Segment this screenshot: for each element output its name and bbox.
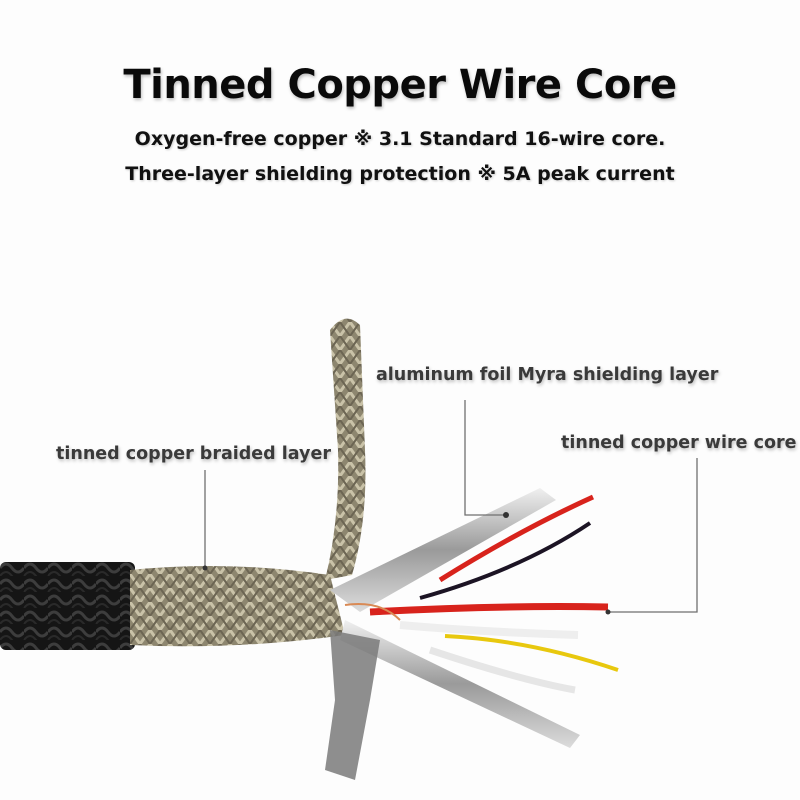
foil-bundle-upper [330, 488, 556, 612]
leader-dot-braided [202, 565, 208, 571]
callout-braided-layer: tinned copper braided layer [56, 444, 331, 464]
subtitle-line-2: Three-layer shielding protection ※ 5A pe… [125, 163, 675, 185]
wire-black [419, 521, 592, 600]
wire-white-lower [428, 646, 576, 694]
wire-red-upper [438, 494, 595, 583]
page-title: Tinned Copper Wire Core [123, 62, 677, 108]
callout-wire-core: tinned copper wire core [561, 433, 797, 453]
leader-dot-foil [503, 512, 509, 518]
leader-dot-core [605, 609, 611, 615]
wire-yellow [444, 634, 619, 672]
leader-line-core [608, 458, 698, 613]
braided-layer [130, 566, 345, 647]
cable-jacket [0, 562, 135, 650]
braid-bundle-raised [325, 318, 366, 580]
foil-shred [325, 630, 380, 780]
wire-white-upper [399, 621, 579, 639]
subtitle-line-1: Oxygen-free copper ※ 3.1 Standard 16-wir… [134, 128, 666, 150]
copper-strand [344, 603, 401, 621]
leader-line-foil [464, 400, 505, 516]
wire-red-lower [369, 603, 609, 616]
foil-bundle-lower [340, 620, 580, 748]
callout-foil-layer: aluminum foil Myra shielding layer [376, 365, 719, 385]
